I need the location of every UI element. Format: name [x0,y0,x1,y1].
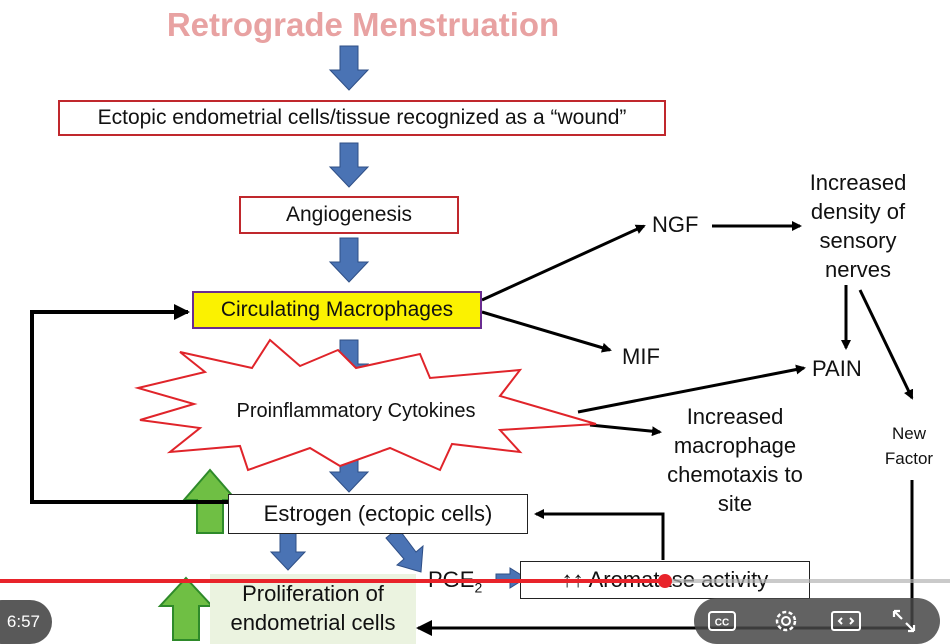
prolif-line-2: endometrial cells [230,609,396,635]
chemo-line-2: macrophage [673,433,797,459]
time-display: 6:57 [0,600,52,644]
cc-icon[interactable]: CC [704,604,740,638]
node-ectopic: Ectopic endometrial cells/tissue recogni… [58,100,666,136]
gear-icon[interactable] [768,604,804,638]
arrow-macrophages-ngf [481,224,646,302]
label-pain: PAIN [812,356,862,381]
new-factor-line-2: Factor [884,448,934,468]
sensory-line-2: density of [810,199,906,225]
blue-arrow-estrogen-right [385,527,424,573]
arrow-cytokines-pain [577,364,806,414]
label-new-factor: New Factor [874,422,944,471]
green-arrow-prolif [157,576,215,641]
label-ngf: NGF [652,212,699,237]
arrow-estrogen-macrophages [30,304,228,504]
node-circulating-macrophages: Circulating Macrophages [192,291,482,329]
blue-arrow-estrogen-left [269,531,307,571]
chemo-line-4: site [717,491,753,517]
time-text: 6:57 [6,612,40,631]
node-proinflammatory-cytokines: Proinflammatory Cytokines [236,399,476,422]
node-angiogenesis: Angiogenesis [239,196,459,234]
blue-arrow-title [328,45,370,91]
node-estrogen: Estrogen (ectopic cells) [228,494,528,534]
node-proliferation: Proliferation of endometrial cells [210,574,416,644]
progress-scrubber[interactable] [658,574,672,588]
arrow-macrophages-mif [481,310,612,353]
diagram-title: Retrograde Menstruation [166,6,560,43]
sensory-line-3: sensory [819,228,897,254]
blue-arrow-angiogenesis [328,237,370,283]
progress-fill [0,579,665,583]
sensory-line-1: Increased [809,170,907,195]
label-sensory-nerves: Increased density of sensory nerves [770,168,946,284]
blue-arrow-ectopic [328,142,370,188]
arrow-cytokines-chemotaxis [589,423,662,437]
sensory-line-4: nerves [824,257,892,283]
arrow-sensory-newfactor [858,289,914,400]
pge-subscript: 2 [474,579,483,596]
theater-icon[interactable] [828,604,864,638]
arrow-aromatase-estrogen [534,509,665,560]
label-mif: MIF [622,344,660,369]
label-macrophage-chemotaxis: Increased macrophage chemotaxis to site [640,402,830,518]
chemo-line-3: chemotaxis to [667,462,803,488]
chemo-line-1: Increased [686,404,784,429]
fullscreen-icon[interactable] [886,604,922,638]
prolif-line-1: Proliferation of [242,581,384,606]
svg-text:CC: CC [715,618,729,629]
new-factor-line-1: New [891,424,926,443]
cytokines-starburst [134,338,597,472]
